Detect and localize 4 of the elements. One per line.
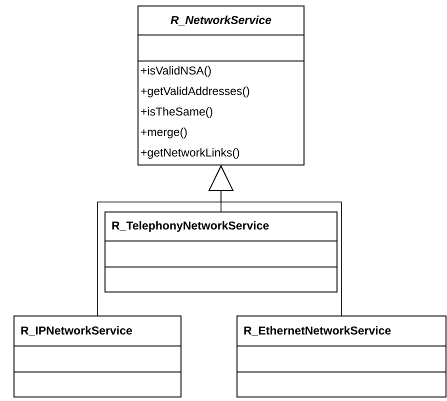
class-box: R_IPNetworkService: [14, 316, 182, 398]
class-box: R_EthernetNetworkService: [236, 316, 446, 398]
class-box: R_TelephonyNetworkService: [104, 212, 338, 292]
class-box: R_NetworkService +isValidNSA() +getValidAddresses() +isTheSame() +merge() +getNetworkLinks(): [138, 6, 304, 166]
